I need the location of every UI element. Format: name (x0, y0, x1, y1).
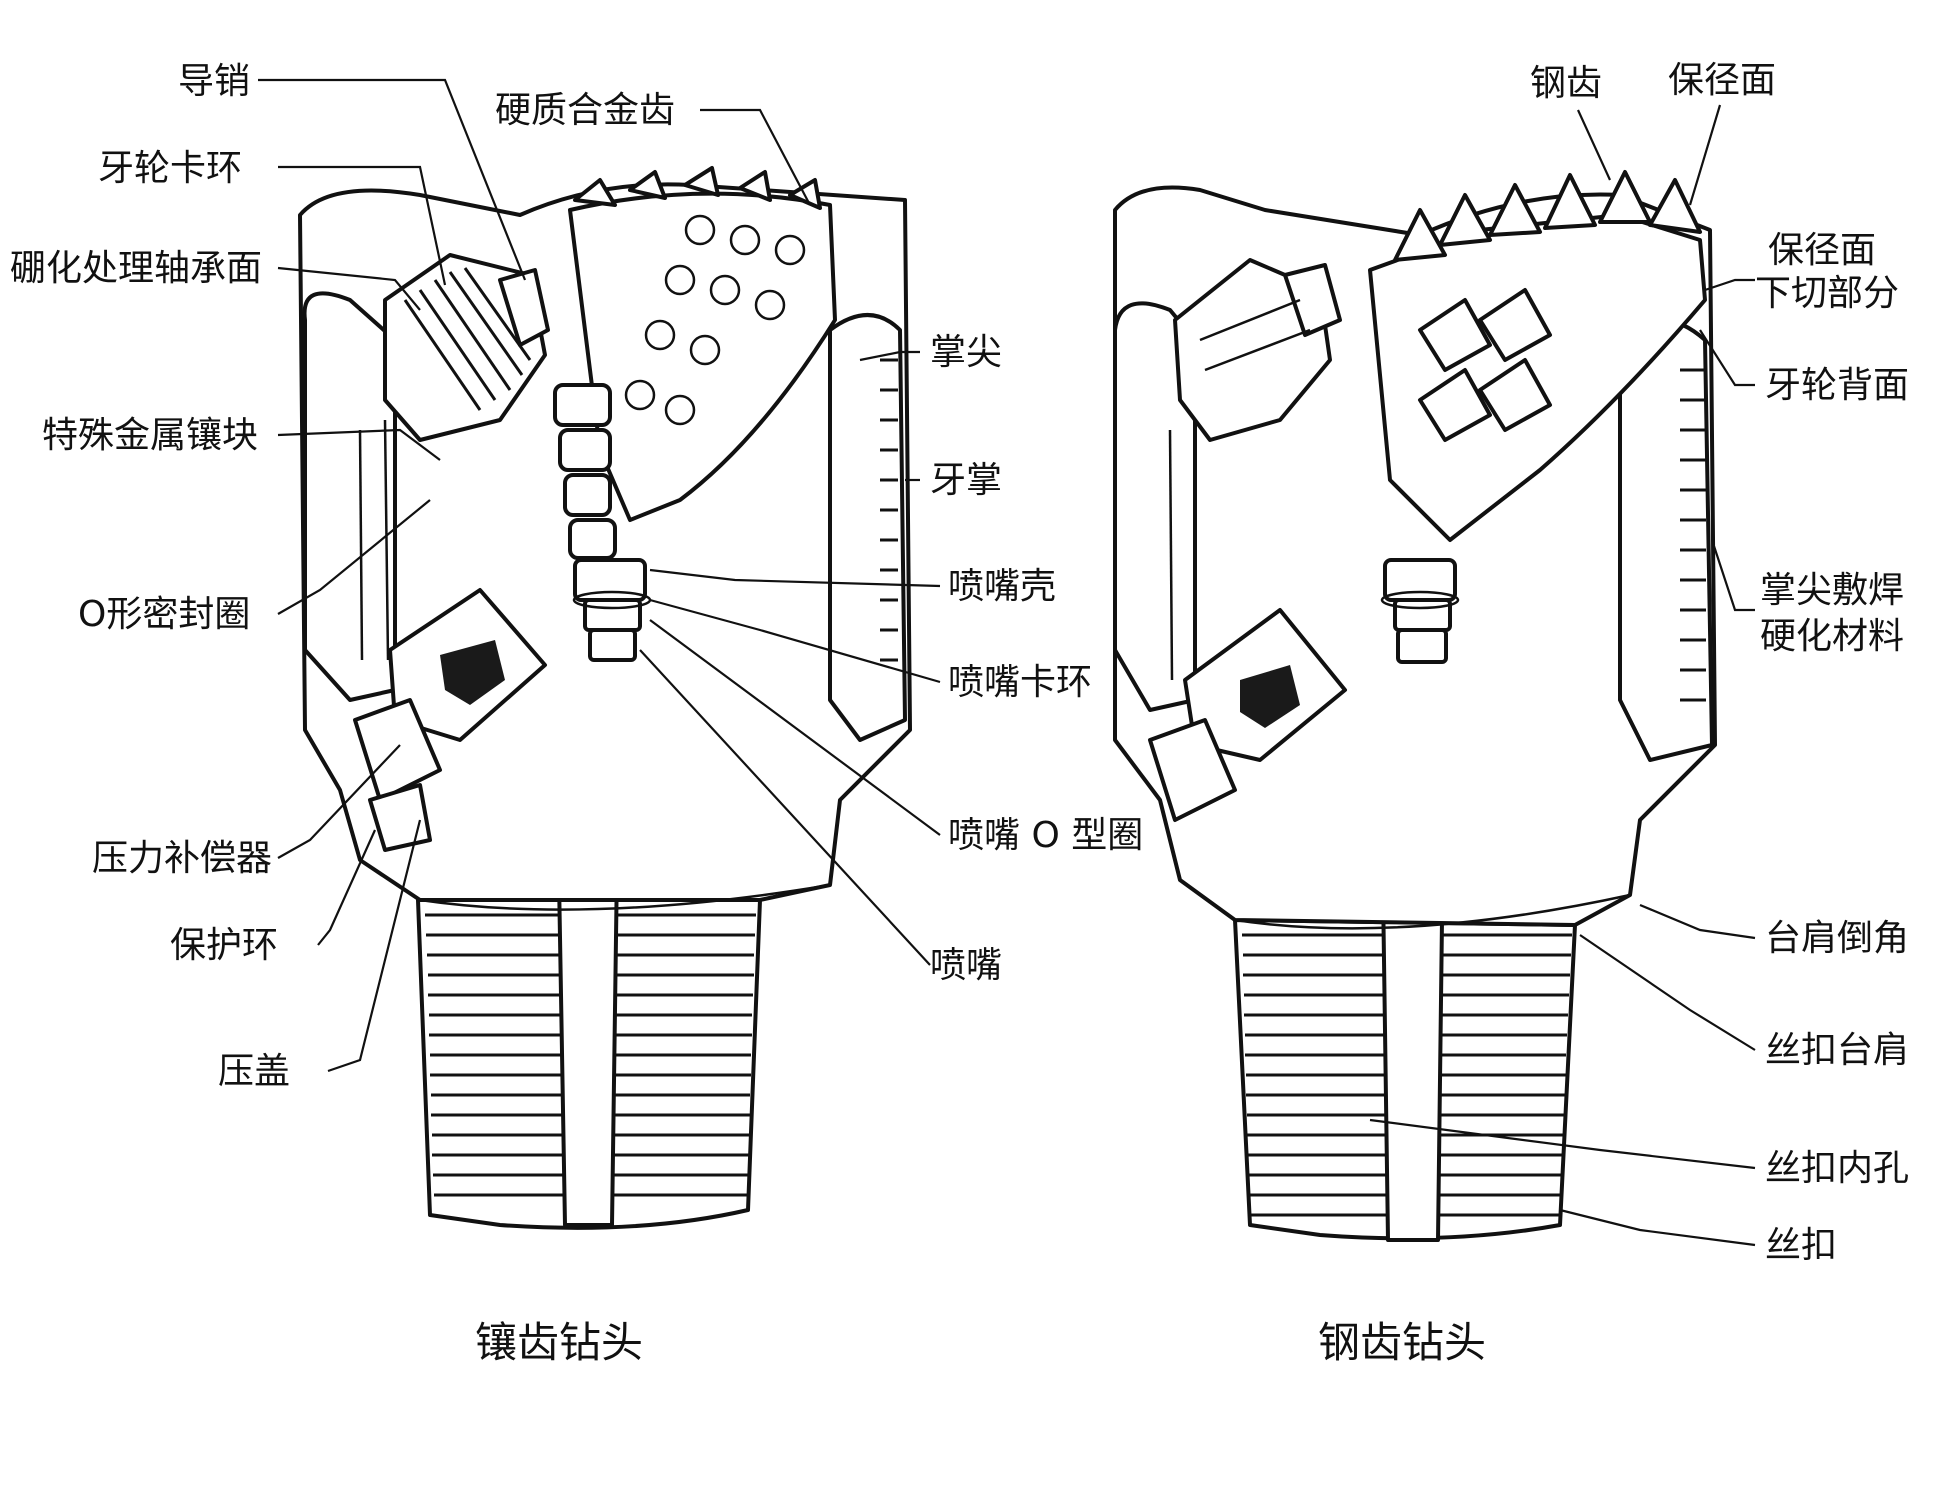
label-thread: 丝扣 (1765, 1225, 1837, 1266)
steel-bit-compensator (1148, 608, 1347, 822)
label-gauge-face: 保径面 (1668, 60, 1776, 101)
label-o-ring-seal: O形密封圈 (78, 594, 250, 635)
steel-bit-nozzle (1380, 558, 1460, 664)
label-cap: 压盖 (218, 1051, 290, 1092)
insert-bit-nozzle (572, 558, 652, 662)
insert-bit-bearing-cutaway (383, 253, 550, 442)
label-gauge-undercut-line1: 保径面 (1768, 230, 1876, 271)
steel-bit-labels: 钢齿 保径面 保径面 下切部分 牙轮背面 掌尖敷焊 硬化材料 台肩倒角 丝扣台肩… (1318, 60, 1909, 1367)
label-boronized-bearing: 硼化处理轴承面 (10, 248, 262, 289)
label-cone-retainer-ring: 牙轮卡环 (98, 148, 242, 189)
caption-insert-bit: 镶齿钻头 (475, 1318, 643, 1367)
insert-bit-labels: 导销 牙轮卡环 硼化处理轴承面 特殊金属镶块 O形密封圈 压力补偿器 保护环 压… (10, 61, 1143, 1367)
label-nozzle-retainer: 喷嘴卡环 (948, 662, 1092, 703)
label-protector-ring: 保护环 (170, 925, 278, 966)
label-pressure-compensator: 压力补偿器 (92, 838, 272, 879)
label-shirttail: 掌尖 (930, 332, 1002, 373)
insert-bit-pressure-compensator (353, 588, 547, 852)
label-hardfacing-line2: 硬化材料 (1760, 616, 1904, 657)
label-nozzle-housing: 喷嘴壳 (948, 566, 1056, 607)
label-nozzle-o-ring: 喷嘴 O 型圈 (948, 815, 1143, 856)
label-special-metal-insert: 特殊金属镶块 (42, 415, 258, 456)
label-gauge-undercut-line2: 下切部分 (1755, 273, 1899, 314)
insert-bit-drawing (298, 166, 912, 1230)
caption-steel-tooth-bit: 钢齿钻头 (1318, 1318, 1486, 1367)
label-shoulder-chamfer: 台肩倒角 (1765, 918, 1909, 959)
leader-lines (258, 78, 1756, 1247)
insert-bit-inner-teeth (553, 383, 617, 560)
steel-bit-cone-teeth (1368, 170, 1707, 542)
label-cone-back-face: 牙轮背面 (1765, 365, 1909, 406)
label-thread-shoulder: 丝扣台肩 (1765, 1030, 1909, 1071)
label-nozzle: 喷嘴 (930, 945, 1002, 986)
steel-tooth-bit-drawing (1113, 170, 1717, 1242)
label-hardfacing-line1: 掌尖敷焊 (1760, 570, 1904, 611)
steel-bit-bearing (1173, 258, 1342, 442)
label-steel-teeth: 钢齿 (1530, 63, 1602, 104)
label-leg: 牙掌 (930, 460, 1002, 501)
label-guide-pin: 导销 (178, 61, 250, 102)
label-thread-bore: 丝扣内孔 (1765, 1148, 1909, 1189)
label-carbide-teeth: 硬质合金齿 (495, 90, 675, 131)
